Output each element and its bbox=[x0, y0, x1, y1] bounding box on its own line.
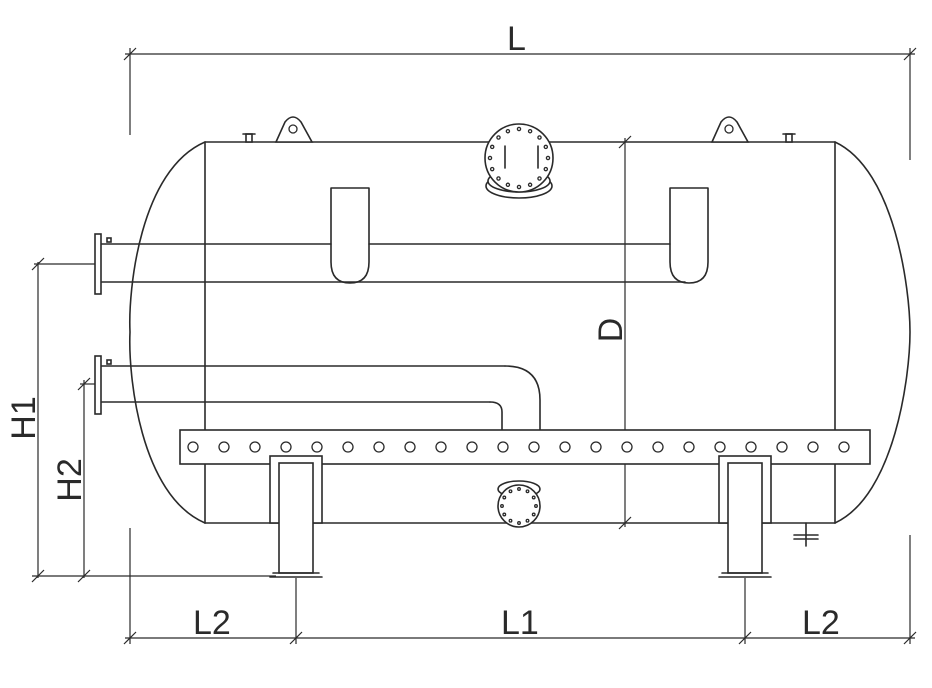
manhole-bolt bbox=[527, 128, 533, 134]
header-hole bbox=[838, 441, 850, 453]
label-L2-left: L2 bbox=[193, 604, 231, 642]
dimension-bottom bbox=[123, 528, 917, 645]
header-hole bbox=[683, 441, 695, 453]
manhole-bolt bbox=[531, 495, 536, 500]
manhole-bolt bbox=[527, 182, 533, 188]
manhole-bolt bbox=[505, 128, 511, 134]
header-hole bbox=[590, 441, 602, 453]
manhole-bolt bbox=[517, 487, 521, 491]
manhole-bolt bbox=[534, 504, 538, 508]
header-hole bbox=[621, 441, 633, 453]
header-hole bbox=[311, 441, 323, 453]
manhole-bolt bbox=[500, 504, 504, 508]
label-D: D bbox=[592, 318, 630, 343]
manhole-bolt bbox=[496, 135, 501, 140]
manhole-bolt bbox=[508, 489, 513, 494]
label-H2: H2 bbox=[51, 458, 89, 501]
header-hole bbox=[218, 441, 230, 453]
manhole-bolt bbox=[537, 135, 542, 140]
lower-inlet-pipe bbox=[94, 355, 541, 431]
manhole-bolt bbox=[545, 155, 551, 161]
header-hole bbox=[466, 441, 478, 453]
dimension-L: L bbox=[123, 20, 917, 160]
manhole-bolt bbox=[489, 144, 495, 150]
header-hole bbox=[280, 441, 292, 453]
header-hole bbox=[249, 441, 261, 453]
manhole-bolt bbox=[517, 521, 521, 525]
top-small-nozzles bbox=[242, 133, 796, 143]
manhole-bolt bbox=[525, 489, 530, 494]
manhole-bolt bbox=[505, 182, 511, 188]
header-hole bbox=[559, 441, 571, 453]
manhole-bolt bbox=[516, 126, 522, 132]
manhole-bolt bbox=[496, 176, 501, 181]
header-hole bbox=[373, 441, 385, 453]
lifting-lug-left bbox=[274, 116, 314, 143]
dimension-H1 bbox=[31, 257, 276, 583]
manhole-bolt bbox=[502, 512, 507, 517]
bottom-manhole bbox=[497, 480, 541, 528]
label-L2-right: L2 bbox=[802, 604, 840, 642]
support-left bbox=[269, 455, 323, 578]
header-hole bbox=[652, 441, 664, 453]
lifting-lug-right bbox=[710, 116, 750, 143]
header-hole bbox=[497, 441, 509, 453]
header-hole bbox=[745, 441, 757, 453]
drain-nozzle bbox=[793, 522, 819, 547]
upper-inlet-pipe bbox=[94, 187, 709, 295]
manhole-bolt bbox=[543, 144, 549, 150]
manhole-bolt bbox=[489, 166, 495, 172]
header-hole bbox=[528, 441, 540, 453]
label-L1: L1 bbox=[501, 604, 539, 642]
label-H1: H1 bbox=[5, 396, 43, 439]
header-hole bbox=[714, 441, 726, 453]
header-hole bbox=[404, 441, 416, 453]
label-L: L bbox=[507, 20, 526, 58]
manhole-bolt bbox=[543, 166, 549, 172]
dimension-H2 bbox=[77, 377, 95, 583]
manhole-bolt bbox=[537, 176, 542, 181]
header-hole bbox=[807, 441, 819, 453]
manhole-bolt bbox=[516, 184, 522, 190]
manhole-bolt bbox=[531, 512, 536, 517]
header-hole bbox=[342, 441, 354, 453]
header-hole bbox=[187, 441, 199, 453]
manhole-bolt bbox=[487, 155, 493, 161]
manhole-bolt bbox=[525, 518, 530, 523]
manhole-bolt bbox=[502, 495, 507, 500]
manhole-bolt bbox=[508, 518, 513, 523]
top-manhole bbox=[484, 123, 554, 199]
support-right bbox=[718, 455, 772, 578]
header-hole bbox=[776, 441, 788, 453]
header-hole bbox=[435, 441, 447, 453]
